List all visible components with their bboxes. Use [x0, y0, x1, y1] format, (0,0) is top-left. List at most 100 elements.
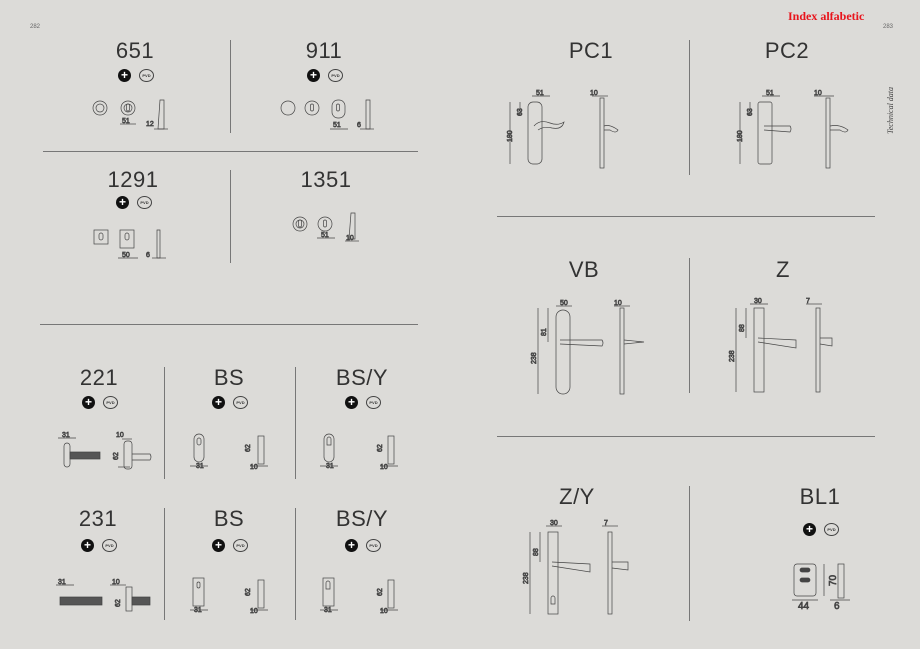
divider	[43, 151, 418, 152]
product-title-pc2: PC2	[764, 38, 810, 63]
dim-label: 51	[122, 118, 130, 125]
divider	[689, 40, 690, 175]
dim-label: 10	[380, 608, 388, 615]
divider	[689, 258, 690, 393]
divider	[497, 216, 875, 217]
product-title-bs-y: BS/Y	[335, 506, 389, 531]
dim-label: 7	[806, 298, 810, 305]
dim-label: 51	[333, 122, 341, 129]
dim-label: 10	[250, 464, 258, 471]
dim-label: 10	[116, 432, 124, 439]
dim-label: 10	[380, 464, 388, 471]
dim-label: 180	[507, 130, 514, 142]
drawing-911: 51 6	[280, 99, 374, 130]
drawing-pc2: 51 63 180 10	[737, 90, 849, 169]
pvd-badge-icon: PVD	[366, 396, 381, 409]
dim-label: 30	[550, 520, 558, 527]
plus-icon: +	[345, 396, 358, 409]
page-number-right: 283	[883, 24, 894, 30]
dim-label: 31	[62, 432, 70, 439]
dim-label: 62	[245, 588, 252, 596]
dim-label: 63	[747, 108, 754, 116]
index-alfabetic-link[interactable]: Index alfabetic	[788, 9, 865, 23]
plus-icon: +	[212, 539, 225, 552]
dim-label: 62	[377, 588, 384, 596]
divider	[164, 367, 165, 479]
finish-badges: + PVD	[81, 539, 117, 552]
drawing-1351: 51 10	[292, 212, 359, 242]
drawing-bs-y-row1: 31 62 10	[320, 433, 398, 471]
finish-badges: + PVD	[82, 396, 118, 409]
technical-data-label: Technical data	[886, 86, 895, 134]
dim-label: 62	[245, 444, 252, 452]
plus-icon: +	[81, 539, 94, 552]
dim-label: 10	[814, 90, 822, 97]
dim-label: 31	[324, 607, 332, 614]
plus-icon: +	[116, 196, 129, 209]
dim-label: 50	[560, 300, 568, 307]
dim-label: 51	[321, 232, 329, 239]
dim-label: 63	[517, 108, 524, 116]
product-title-1291: 1291	[107, 167, 159, 192]
dim-label: 88	[533, 548, 540, 556]
divider	[230, 170, 231, 263]
product-title-bs: BS	[213, 506, 245, 531]
drawing-z-y: 30 88 238 7	[523, 520, 629, 615]
pvd-badge-icon: PVD	[233, 539, 248, 552]
dim-label: 31	[196, 463, 204, 470]
plus-icon: +	[345, 539, 358, 552]
dim-label: 238	[531, 352, 538, 364]
divider	[40, 324, 418, 325]
dim-label: 10	[590, 90, 598, 97]
product-title-1351: 1351	[300, 167, 352, 192]
dim-label: 180	[737, 130, 744, 142]
dim-label: 62	[113, 452, 120, 460]
dim-label: 44	[798, 601, 810, 612]
product-title-651: 651	[115, 38, 155, 63]
dim-label: 10	[250, 608, 258, 615]
dim-label: 6	[357, 122, 361, 129]
dim-label: 6	[834, 601, 840, 612]
divider	[295, 508, 296, 620]
dim-label: 70	[828, 574, 839, 586]
drawing-1291: 50 6	[93, 229, 166, 259]
product-title-vb: VB	[568, 257, 600, 282]
dim-label: 31	[194, 607, 202, 614]
divider	[295, 367, 296, 479]
pvd-badge-icon: PVD	[102, 539, 117, 552]
drawing-651: 51 12	[92, 99, 168, 130]
page-number-left: 282	[30, 24, 41, 30]
drawing-pc1: 51 63 180 10	[507, 90, 619, 169]
product-title-221: 221	[79, 365, 119, 390]
pvd-badge-icon: PVD	[366, 539, 381, 552]
divider	[230, 40, 231, 133]
dim-label: 31	[58, 579, 66, 586]
dim-label: 81	[541, 328, 548, 336]
plus-icon: +	[212, 396, 225, 409]
drawing-bs-row1: 31 62 10	[190, 433, 268, 471]
plus-icon: +	[307, 69, 320, 82]
product-title-911: 911	[305, 38, 343, 63]
finish-badges: + PVD	[212, 396, 248, 409]
dim-label: 88	[739, 324, 746, 332]
dim-label: 51	[536, 90, 544, 97]
finish-badges: + PVD	[307, 69, 343, 82]
drawing-231: 31 10 62	[56, 579, 151, 612]
dim-label: 51	[766, 90, 774, 97]
dim-label: 50	[122, 252, 130, 259]
plus-icon: +	[803, 523, 816, 536]
dim-label: 10	[112, 579, 120, 586]
pvd-badge-icon: PVD	[824, 523, 839, 536]
pvd-badge-icon: PVD	[233, 396, 248, 409]
finish-badges: + PVD	[345, 396, 381, 409]
dim-label: 10	[346, 235, 354, 242]
product-title-bl1: BL1	[799, 484, 841, 509]
finish-badges: + PVD	[345, 539, 381, 552]
drawing-bs-y-row2: 31 62 10	[320, 577, 398, 615]
dim-label: 7	[604, 520, 608, 527]
pvd-badge-icon: PVD	[103, 396, 118, 409]
drawing-bl1: 44 70 6	[792, 563, 850, 612]
product-title-bs: BS	[213, 365, 245, 390]
finish-badges: + PVD	[803, 523, 839, 536]
finish-badges: + PVD	[116, 196, 152, 209]
